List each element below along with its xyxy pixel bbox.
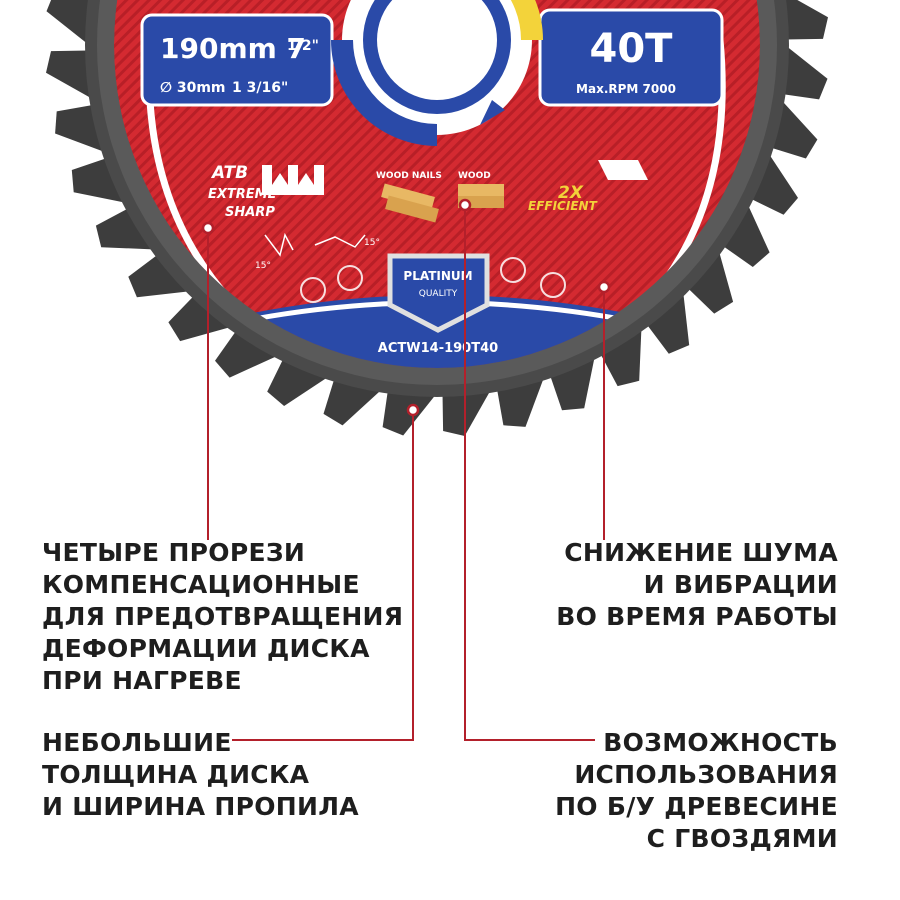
saw-tooth bbox=[442, 388, 492, 436]
saw-tooth bbox=[599, 326, 642, 387]
saw-tooth bbox=[128, 253, 191, 298]
quality-label: QUALITY bbox=[419, 289, 458, 299]
callout-line: ЧЕТЫРЕ ПРОРЕЗИ bbox=[42, 538, 306, 567]
efficient-x-label: 2X bbox=[558, 183, 584, 203]
saw-tooth bbox=[749, 152, 798, 215]
wood-nails-label: WOOD NAILS bbox=[376, 171, 442, 181]
callout-line: ВОЗМОЖНОСТЬ bbox=[603, 728, 838, 757]
saw-tooth bbox=[46, 50, 94, 100]
bore-fraction: 1 3/16" bbox=[232, 80, 288, 96]
platinum-label: PLATINUM bbox=[403, 269, 472, 283]
callout-noise-reduction: СНИЖЕНИЕ ШУМА И ВИБРАЦИИ ВО ВРЕМЯ РАБОТЫ bbox=[556, 537, 838, 633]
callout-line: С ГВОЗДЯМИ bbox=[646, 824, 838, 853]
saw-tooth bbox=[267, 357, 330, 406]
callout-nailed-wood: ВОЗМОЖНОСТЬ ИСПОЛЬЗОВАНИЯ ПО Б/У ДРЕВЕСИ… bbox=[555, 727, 838, 855]
callout-line: ДЕФОРМАЦИИ ДИСКА bbox=[42, 634, 370, 663]
sharp-label: SHARP bbox=[225, 205, 275, 220]
angle-right-label: 15° bbox=[364, 238, 380, 248]
atb-extreme-sharp-badge: ATB EXTREME SHARP bbox=[208, 163, 324, 220]
callout-line: ПРИ НАГРЕВЕ bbox=[42, 666, 242, 695]
saw-tooth bbox=[71, 157, 127, 203]
callout-line: ТОЛЩИНА ДИСКА bbox=[42, 760, 310, 789]
teeth-plate: 40T Max.RPM 7000 bbox=[538, 8, 724, 107]
callout-line: И ШИРИНА ПРОПИЛА bbox=[42, 792, 359, 821]
arbor-hole bbox=[331, 0, 543, 146]
callout-line: СНИЖЕНИЕ ШУМА bbox=[564, 538, 838, 567]
leader-lines bbox=[207, 205, 605, 741]
extreme-label: EXTREME bbox=[208, 187, 277, 202]
callout-line: ИСПОЛЬЗОВАНИЯ bbox=[574, 760, 838, 789]
angle-left-label: 15° bbox=[255, 261, 271, 271]
platinum-quality-badge: PLATINUM QUALITY bbox=[387, 253, 490, 333]
saw-tooth bbox=[686, 249, 734, 314]
bore-label: ∅ 30mm bbox=[160, 80, 226, 96]
efficient-badge: 2X EFFICIENT bbox=[528, 160, 648, 213]
callout-thin-kerf: НЕБОЛЬШИЕ ТОЛЩИНА ДИСКА И ШИРИНА ПРОПИЛА bbox=[42, 727, 359, 823]
size-fraction: 1/2" bbox=[287, 38, 319, 54]
callout-line: НЕБОЛЬШИЕ bbox=[42, 728, 232, 757]
size-label: 190mm 7 bbox=[160, 32, 306, 65]
wood-nails-icon: WOOD NAILS bbox=[376, 171, 442, 223]
saw-tooth bbox=[95, 207, 156, 250]
safety-icons bbox=[300, 257, 566, 303]
angle-diagram: 15° 15° bbox=[255, 232, 380, 271]
saw-tooth bbox=[645, 291, 690, 354]
model-label: ACTW14-190T40 bbox=[378, 341, 498, 356]
callout-line: КОМПЕНСАЦИОННЫЕ bbox=[42, 570, 360, 599]
saw-tooth bbox=[549, 355, 595, 411]
saw-tooth bbox=[721, 203, 770, 267]
callout-expansion-slots: ЧЕТЫРЕ ПРОРЕЗИ КОМПЕНСАЦИОННЫЕ ДЛЯ ПРЕДО… bbox=[42, 537, 403, 697]
efficient-label: EFFICIENT bbox=[528, 199, 598, 213]
saw-tooth bbox=[781, 0, 828, 40]
blue-band bbox=[180, 295, 700, 368]
saw-tooth bbox=[215, 329, 279, 378]
callout-line: И ВИБРАЦИИ bbox=[643, 570, 838, 599]
size-plate: 190mm 7 1/2" ∅ 30mm 1 3/16" bbox=[140, 13, 334, 107]
rpm-label: Max.RPM 7000 bbox=[576, 82, 676, 96]
saw-tooth bbox=[781, 45, 828, 100]
callout-line: ПО Б/У ДРЕВЕСИНЕ bbox=[555, 792, 838, 821]
callout-line: ДЛЯ ПРЕДОТВРАЩЕНИЯ bbox=[42, 602, 404, 631]
callout-line: ВО ВРЕМЯ РАБОТЫ bbox=[556, 602, 838, 631]
atb-label: ATB bbox=[210, 163, 248, 183]
wood-label: WOOD bbox=[458, 171, 491, 181]
teeth-label: 40T bbox=[590, 26, 674, 72]
saw-tooth bbox=[168, 294, 233, 342]
saw-tooth bbox=[46, 0, 93, 45]
leader-dots bbox=[201, 198, 611, 417]
